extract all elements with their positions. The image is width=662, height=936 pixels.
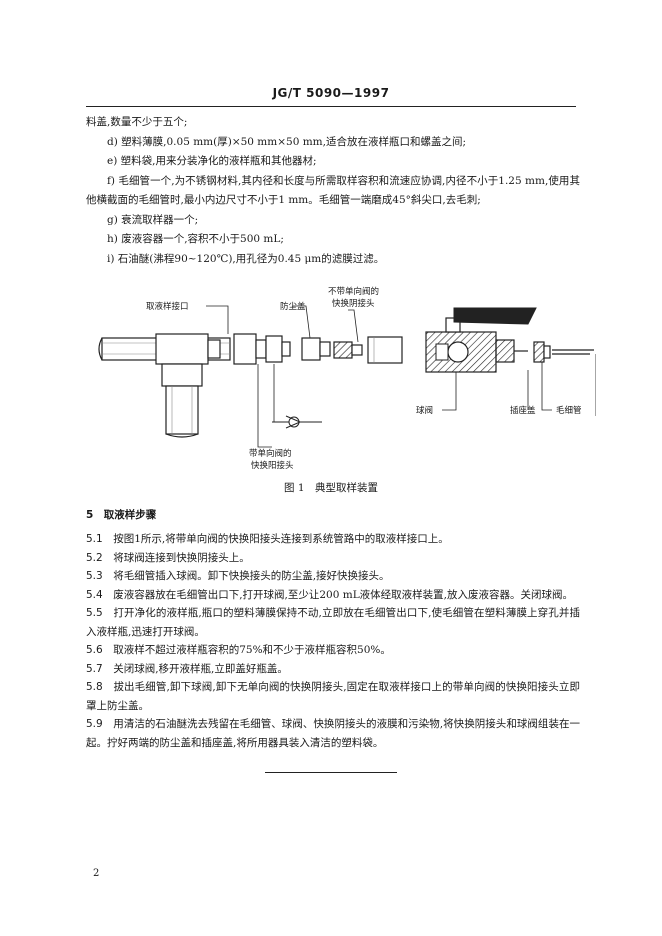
- label-ball-valve: 球阀: [416, 405, 433, 416]
- list-item-f: f) 毛细管一个,为不锈钢材料,其内径和长度与所需取样容积和流速应协调,内径不小…: [86, 174, 580, 207]
- plug-cap: [533, 341, 551, 363]
- label-female-coupling-1: 不带单向阀的: [328, 286, 379, 297]
- list-item-e: e) 塑料袋,用来分装净化的液样瓶和其他器材;: [107, 155, 317, 167]
- step-item: 5.5 打开净化的液样瓶,瓶口的塑料薄膜保持不动,立即放在毛细管出口下,使毛细管…: [86, 607, 581, 638]
- figure-caption: 图 1 典型取样装置: [283, 482, 379, 494]
- dust-cap: [301, 337, 363, 361]
- male-coupling-with-check-valve: [233, 333, 291, 365]
- label-capillary: 毛细管: [556, 405, 582, 416]
- step-item: 5.1 按图1所示,将带单向阀的快换阳接头连接到系统管路中的取液样接口上。: [86, 533, 449, 545]
- materials-list: 料盖,数量不少于五个; d) 塑料薄膜,0.05 mm(厚)×50 mm×50 …: [86, 113, 580, 269]
- list-item-c-continued: 料盖,数量不少于五个;: [86, 116, 188, 128]
- step-item: 5.7 关闭球阀,移开液样瓶,立即盖好瓶盖。: [86, 662, 288, 675]
- female-coupling-without-check-valve: [367, 336, 403, 364]
- capillary-tube: [552, 349, 594, 355]
- label-plug-cap: 插座盖: [510, 405, 536, 416]
- step-item: 5.6 取液样不超过液样瓶容积的75%和不少于液样瓶容积50%。: [86, 644, 391, 656]
- section-title: 5 取液样步骤: [86, 509, 157, 521]
- procedure-steps: 5.1 按图1所示,将带单向阀的快换阳接头连接到系统管路中的取液样接口上。 5.…: [86, 530, 580, 752]
- list-item-h: h) 废液容器一个,容积不小于500 mL;: [107, 233, 284, 245]
- step-item: 5.9 用清洁的石油醚洗去残留在毛细管、球阀、快换阴接头的液膜和污染物,将快换阴…: [86, 718, 581, 749]
- end-rule: [265, 772, 397, 773]
- check-valve-symbol: [272, 415, 322, 429]
- label-male-coupling-2: 快换阳接头: [251, 460, 294, 470]
- sample-port-tee: [155, 333, 221, 438]
- label-female-coupling-2: 快换阴接头: [332, 298, 375, 309]
- list-item-d: d) 塑料薄膜,0.05 mm(厚)×50 mm×50 mm,适合放在液样瓶口和…: [107, 135, 467, 148]
- step-item: 5.4 废液容器放在毛细管出口下,打开球阀,至少让200 mL液体经取液样装置,…: [86, 588, 574, 601]
- ball-valve: [425, 307, 537, 373]
- step-item: 5.8 拔出毛细管,卸下球阀,卸下无单向阀的快换阴接头,固定在取液样接口上的带单…: [86, 681, 581, 712]
- sampling-device-figure: 取液样接口 防尘盖 不带单向阀的 快换阴接头 带单向阀的 快换阳接头 球阀 插座…: [98, 286, 596, 470]
- label-male-coupling-1: 带单向阀的: [249, 448, 292, 459]
- list-item-g: g) 衰流取样器一个;: [107, 213, 199, 226]
- leader-lines: [206, 305, 596, 448]
- step-item: 5.2 将球阀连接到快换阴接头上。: [86, 551, 250, 564]
- list-item-i: i) 石油醚(沸程90~120℃),用孔径为0.45 μm的滤膜过滤。: [107, 252, 385, 265]
- label-dust-cap: 防尘盖: [280, 301, 306, 312]
- page-number: 2: [93, 868, 100, 879]
- label-sample-port: 取液样接口: [146, 301, 189, 312]
- step-item: 5.3 将毛细管插入球阀。卸下快换接头的防尘盖,接好快换接头。: [86, 570, 390, 582]
- standard-header: JG/T 5090—1997: [272, 86, 390, 100]
- header-rule: [86, 106, 576, 107]
